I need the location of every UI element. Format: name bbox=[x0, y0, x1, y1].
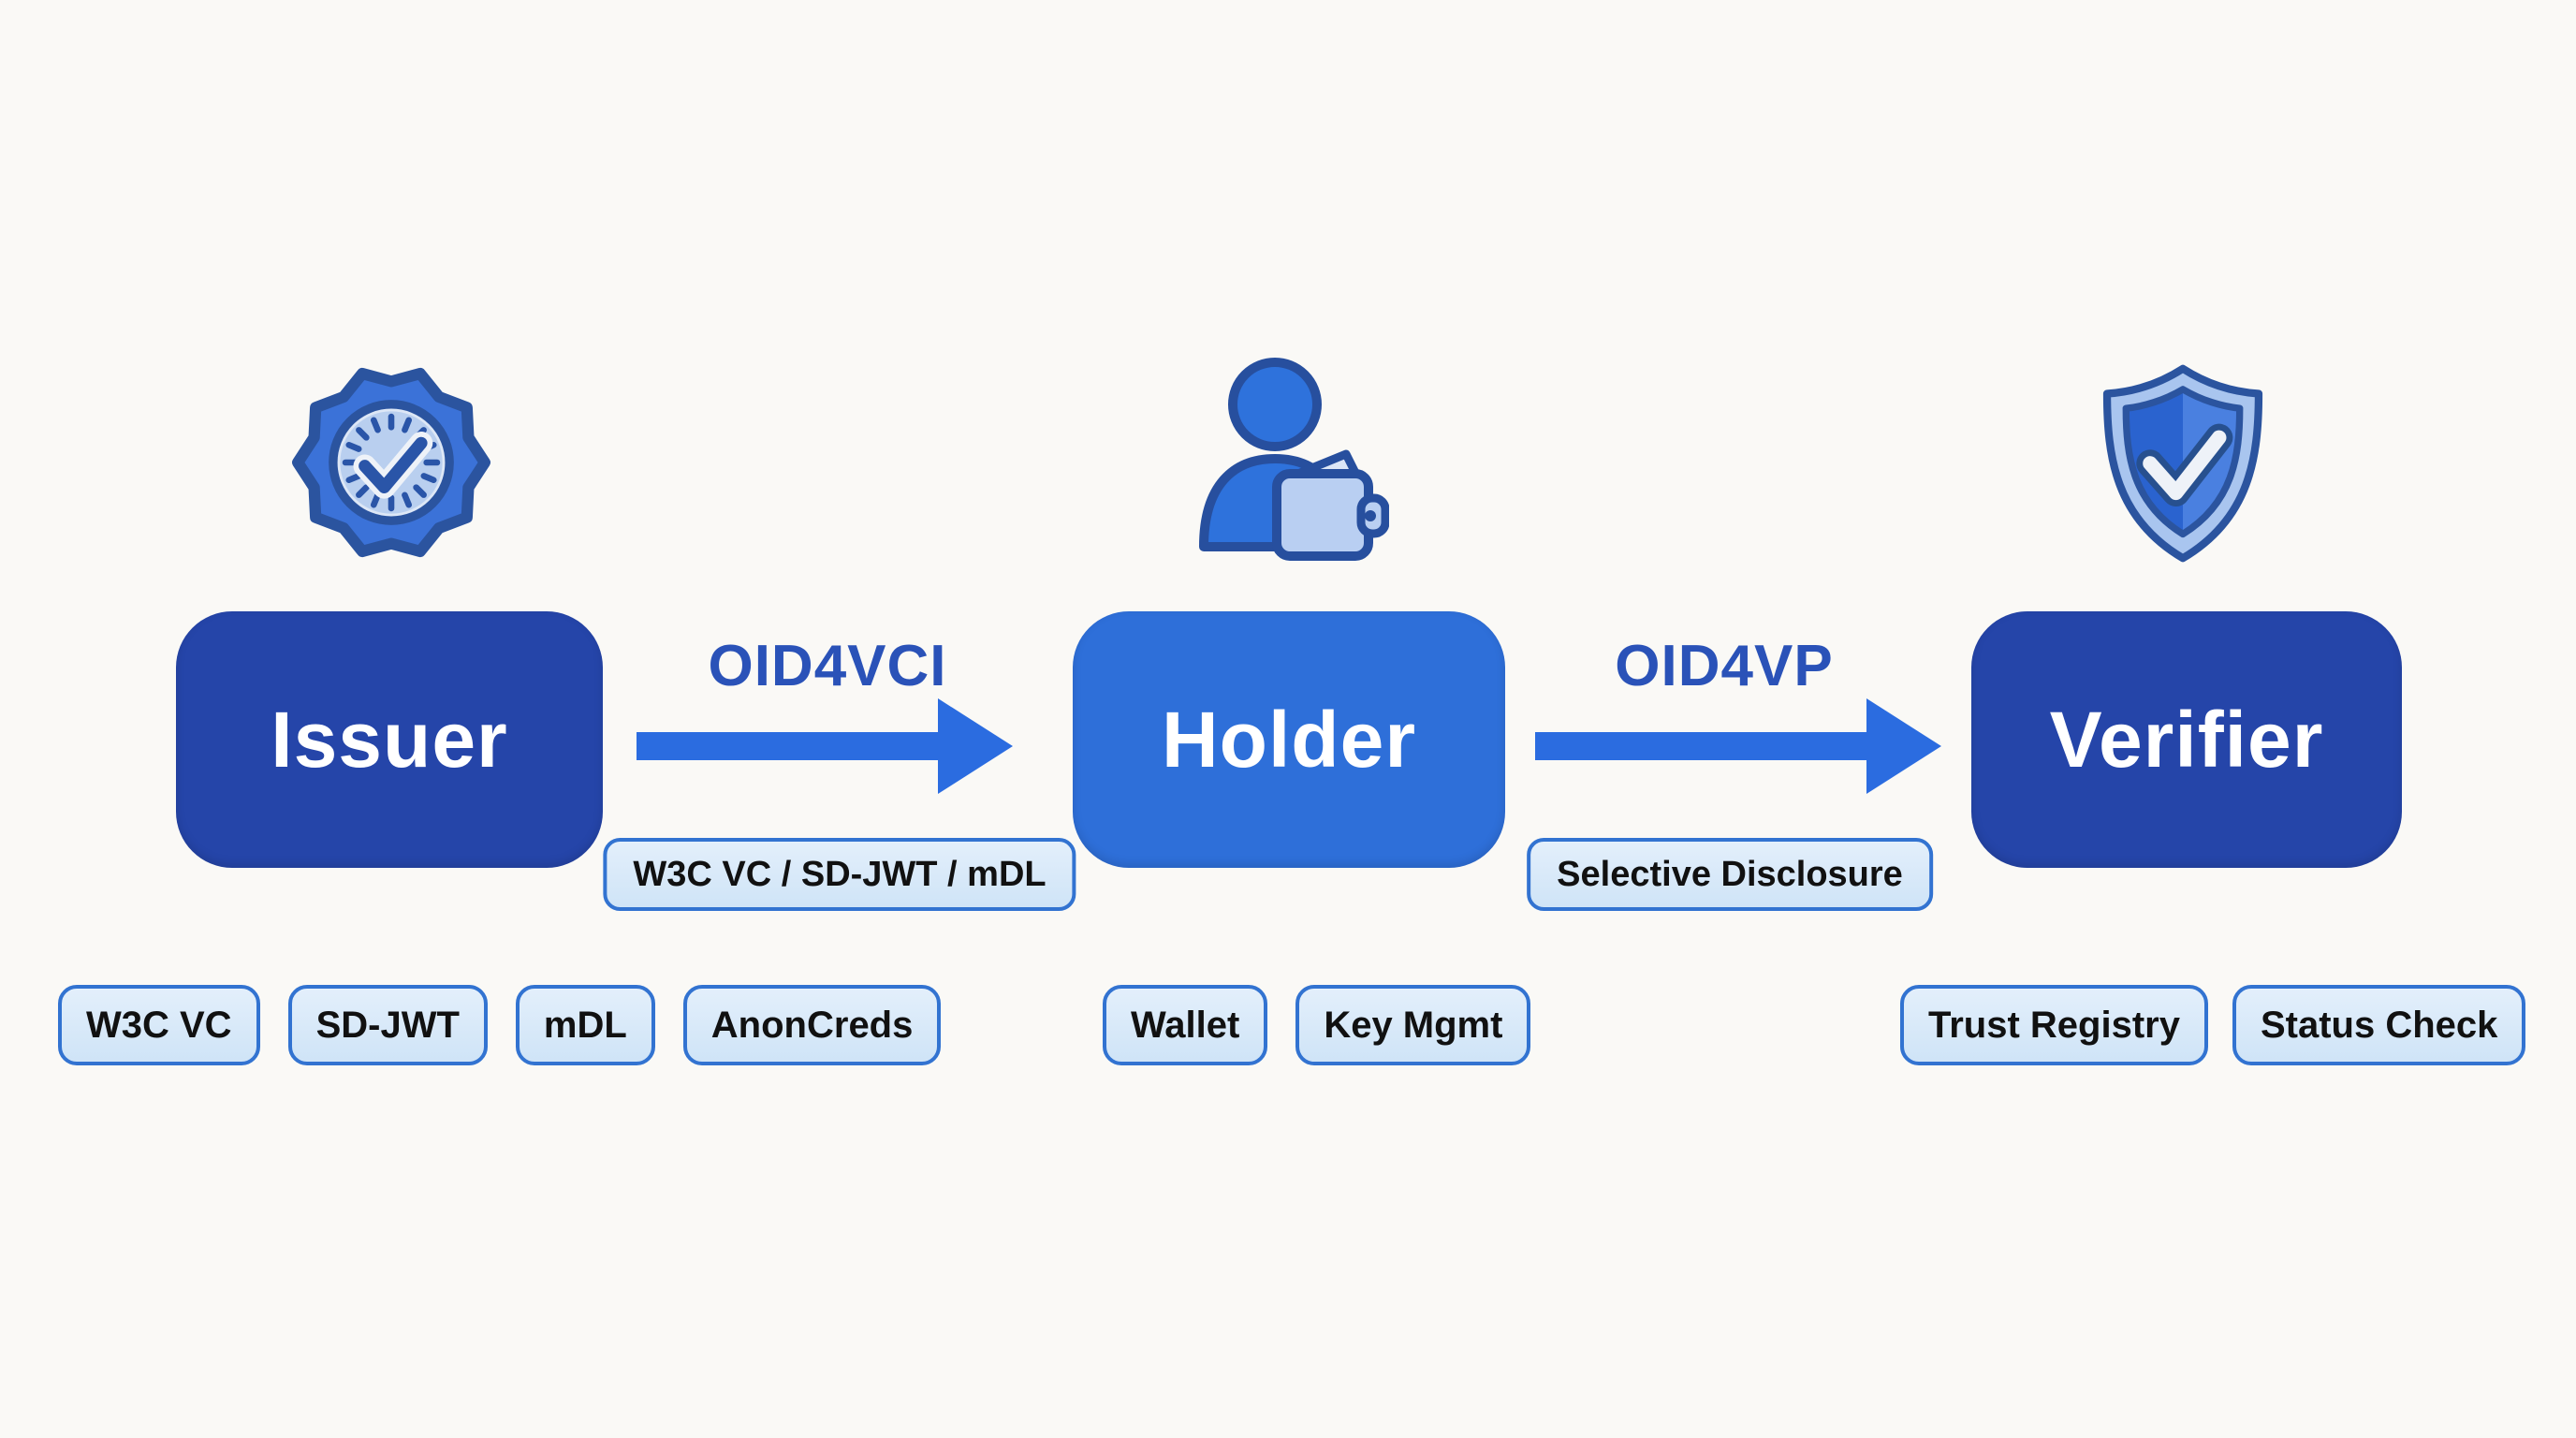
tag-key-mgmt: Key Mgmt bbox=[1295, 985, 1531, 1065]
oid4vci-label: OID4VCI bbox=[708, 634, 947, 698]
tag-trust-registry: Trust Registry bbox=[1900, 985, 2208, 1065]
issuer-box: Issuer bbox=[176, 611, 603, 868]
shield-check-icon bbox=[2097, 358, 2269, 569]
issuer-label: Issuer bbox=[271, 695, 508, 784]
verifier-label: Verifier bbox=[2049, 695, 2324, 784]
issuer-tag-row: W3C VC SD-JWT mDL AnonCreds bbox=[58, 985, 942, 1065]
tag-status-check: Status Check bbox=[2232, 985, 2526, 1065]
seal-check-icon bbox=[285, 357, 497, 568]
tag-anoncreds: AnonCreds bbox=[682, 985, 942, 1065]
person-wallet-icon bbox=[1191, 354, 1390, 567]
holder-box: Holder bbox=[1073, 611, 1505, 868]
tag-sd-jwt: SD-JWT bbox=[287, 985, 488, 1065]
oid4vp-label: OID4VP bbox=[1615, 634, 1834, 698]
verifier-tag-row: Trust Registry Status Check bbox=[1900, 985, 2526, 1065]
verifier-box: Verifier bbox=[1971, 611, 2402, 868]
holder-tag-row: Wallet Key Mgmt bbox=[1103, 985, 1531, 1065]
tag-wallet: Wallet bbox=[1103, 985, 1268, 1065]
credential-format-tag: W3C VC / SD-JWT / mDL bbox=[603, 838, 1076, 911]
tag-w3c-vc: W3C VC bbox=[58, 985, 260, 1065]
tag-mdl: mDL bbox=[515, 985, 655, 1065]
selective-disclosure-tag: Selective Disclosure bbox=[1527, 838, 1933, 911]
holder-label: Holder bbox=[1161, 695, 1417, 784]
